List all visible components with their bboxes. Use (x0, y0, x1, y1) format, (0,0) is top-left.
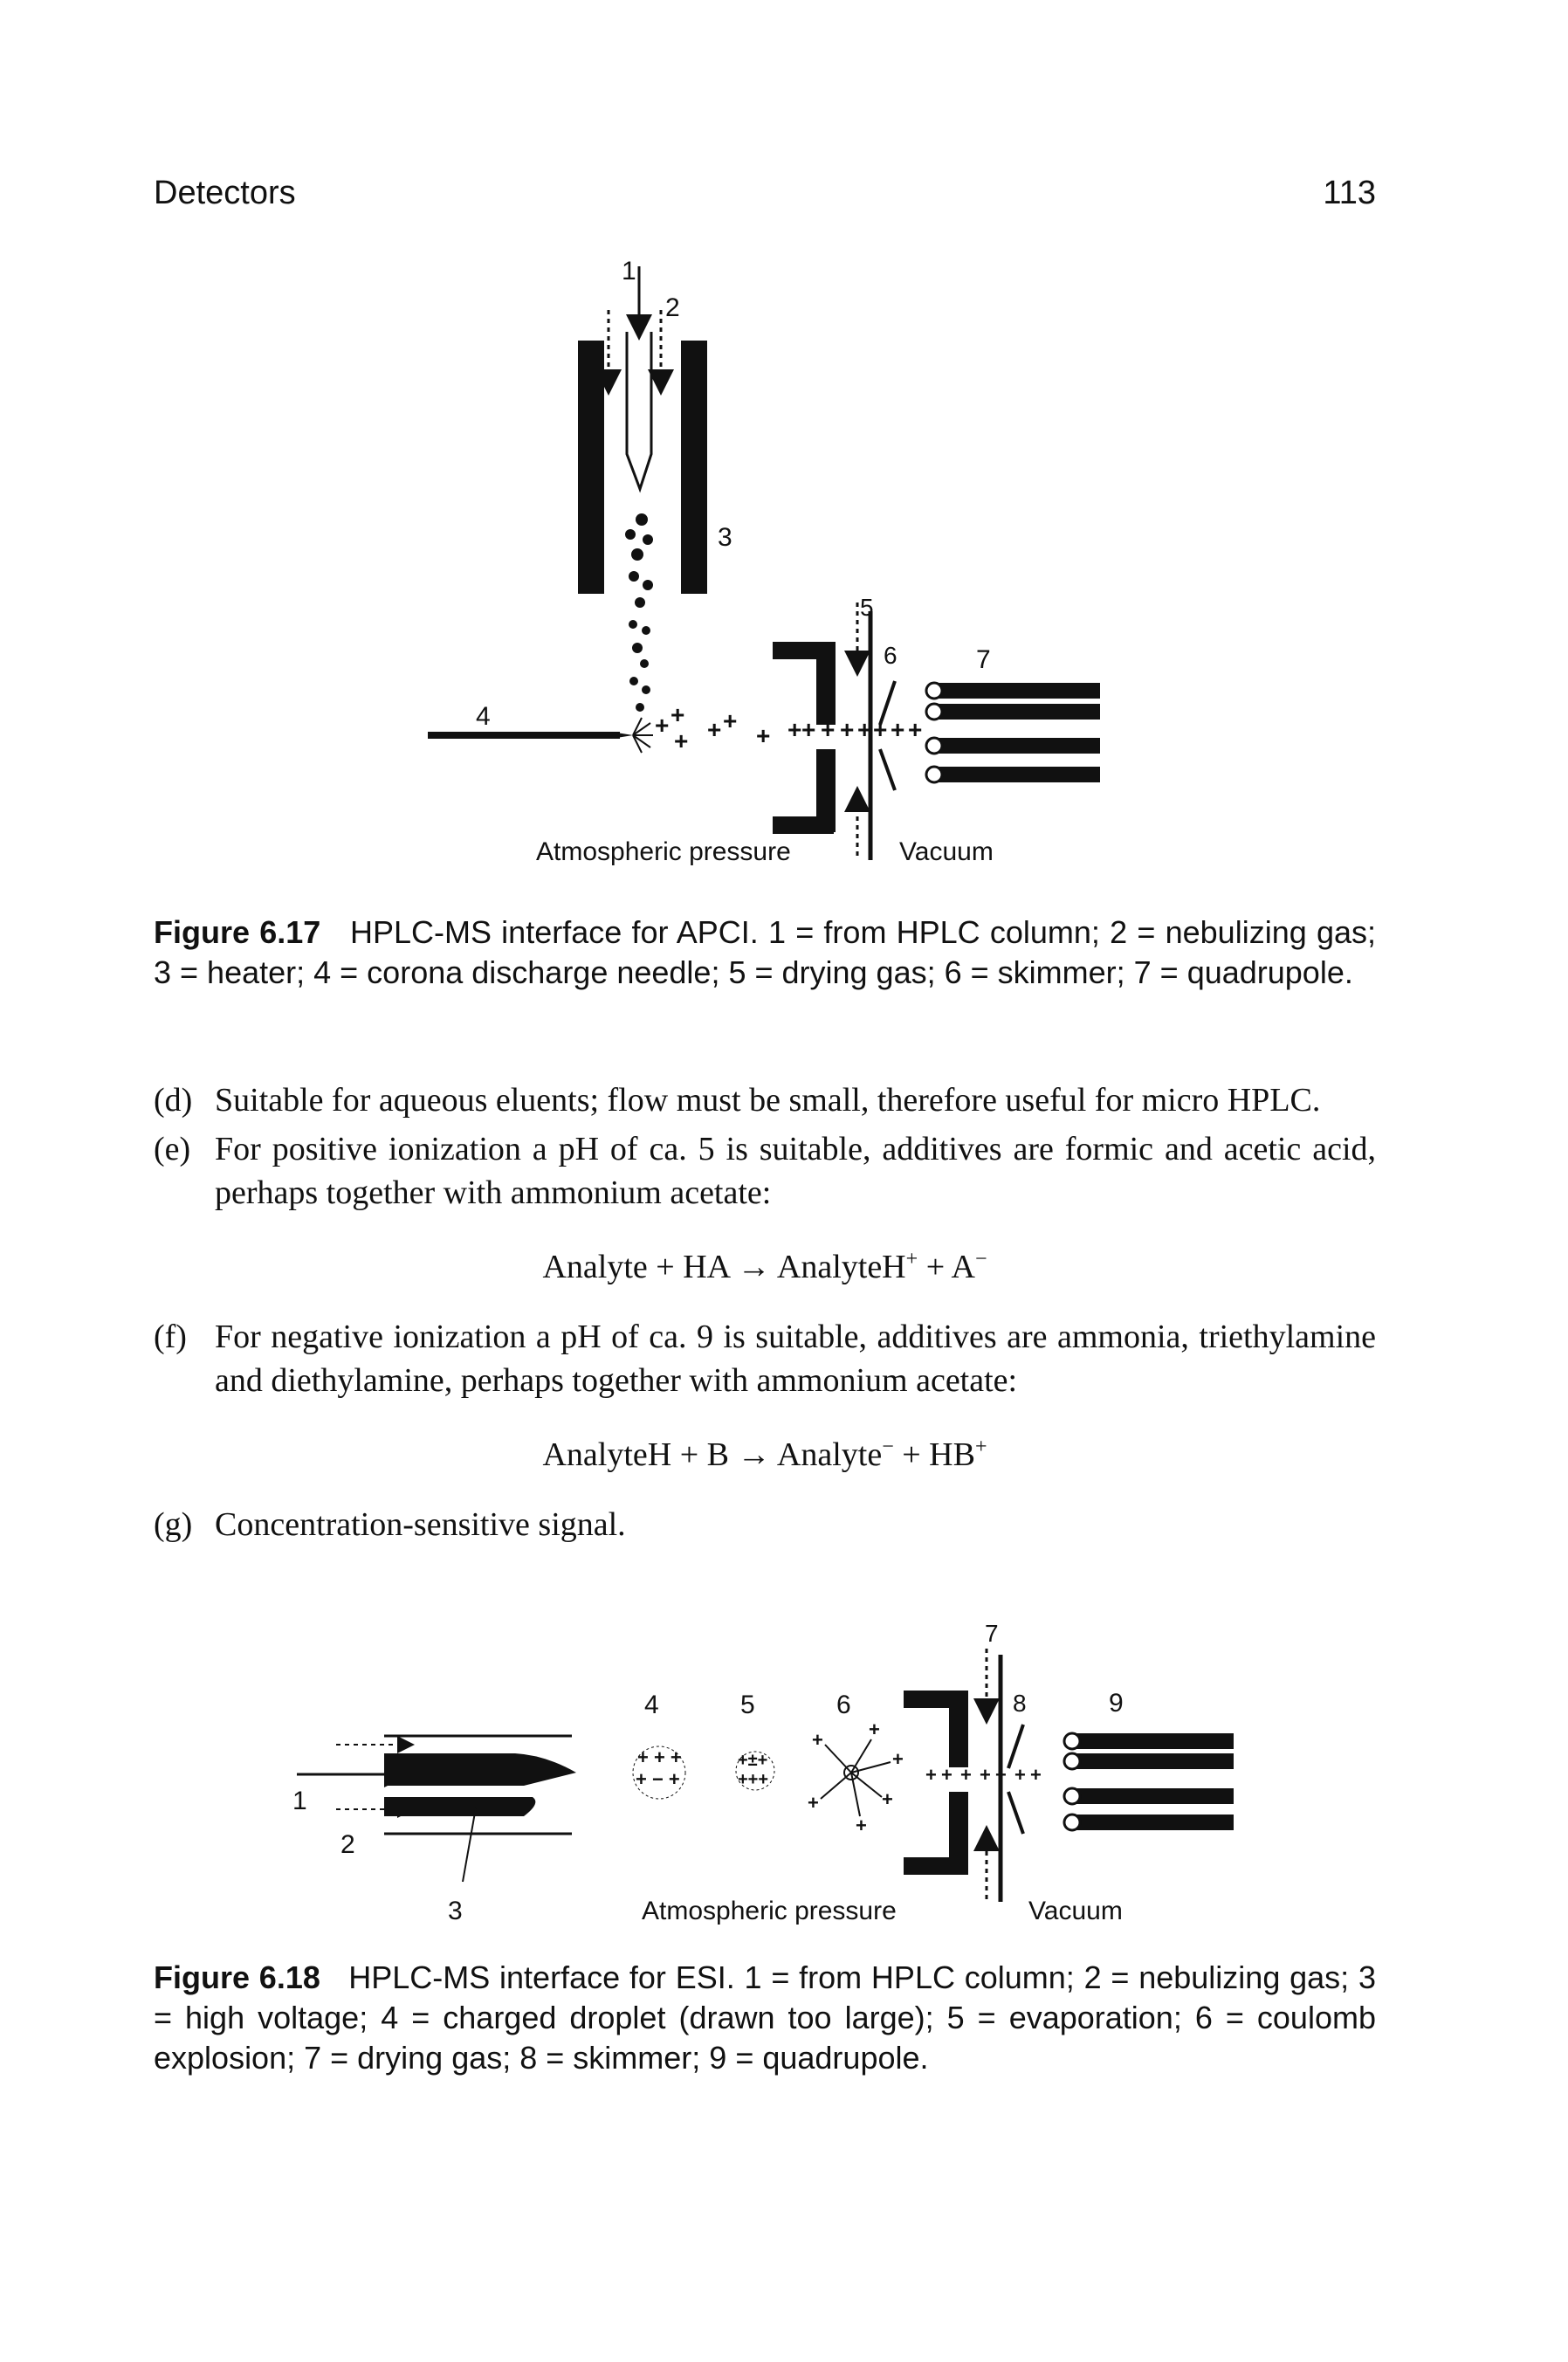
svg-text:+: + (671, 701, 684, 728)
fig17-label-3: 3 (718, 523, 732, 552)
svg-text:+: + (891, 716, 904, 743)
svg-text:+: + (941, 1764, 952, 1786)
svg-text:+: + (1030, 1764, 1042, 1786)
fig18-evaporating-droplet: +±+ +++ (735, 1751, 775, 1791)
fig18-coulomb-explosion (820, 1739, 891, 1817)
list-item-e: (e) For positive ionization a pH of ca. … (154, 1131, 1376, 1211)
fig18-vacuum-label: Vacuum (1028, 1897, 1123, 1925)
svg-text:+±+: +±+ (738, 1751, 767, 1770)
fig17-label-1: 1 (622, 257, 636, 286)
list-item-f: (f) For negative ionization a pH of ca. … (154, 1319, 1376, 1399)
fig18-hv-lead (462, 1807, 477, 1883)
fig18-sprayer (384, 1734, 576, 1835)
fig18-label-5: 5 (740, 1691, 755, 1719)
svg-text:+: + (723, 707, 737, 734)
fig18-label-2: 2 (340, 1830, 355, 1859)
running-head: Detectors 113 (154, 175, 1376, 227)
fig18-ion-stream: +++ +++ + (925, 1764, 1042, 1786)
fig18-label-4: 4 (644, 1691, 659, 1719)
fig17-heater-left (578, 341, 604, 594)
caption-text: HPLC-MS interface for APCI. 1 = from HPL… (154, 914, 1377, 990)
equation-positive: Analyte + HA → AnalyteH+ + A− (542, 1248, 987, 1285)
page-number: 113 (1323, 175, 1376, 211)
list-item-d: (d) Suitable for aqueous eluents; flow m… (154, 1082, 1321, 1119)
fig17-discharge (632, 717, 653, 754)
fig17-quadrupole (925, 681, 1100, 784)
svg-text:+: + (892, 1748, 904, 1770)
caption-text: HPLC-MS interface for ESI. 1 = from HPLC… (154, 1959, 1376, 2076)
list-item-g: (g) Concentration-sensitive signal. (154, 1506, 626, 1543)
fig17-droplets (625, 513, 653, 712)
fig17-orifice-bottom (816, 749, 836, 832)
fig18-label-6: 6 (836, 1691, 851, 1719)
caption-label: Figure 6.17 (154, 914, 321, 950)
fig18-label-1: 1 (292, 1787, 307, 1815)
svg-text:+ + +: + + + (637, 1746, 682, 1768)
svg-text:+: + (787, 716, 801, 743)
fig18-charged-droplet: + + + + − + (632, 1746, 686, 1800)
svg-text:+: + (840, 716, 854, 743)
svg-text:+: + (925, 1764, 937, 1786)
svg-text:+: + (808, 1792, 819, 1814)
fig17-label-2: 2 (665, 293, 680, 322)
fig17-ions: +++ +++ +++ +++ ++ (655, 701, 922, 754)
fig17-vacuum-label: Vacuum (899, 837, 994, 866)
equation-negative: AnalyteH + B → Analyte− + HB+ (542, 1436, 987, 1473)
svg-text:+: + (801, 716, 815, 743)
fig18-quadrupole (1063, 1732, 1234, 1832)
fig18-label-3: 3 (448, 1897, 463, 1925)
svg-text:+: + (908, 716, 922, 743)
svg-text:+: + (960, 1764, 972, 1786)
fig17-corona-needle (428, 732, 620, 739)
svg-text:+: + (655, 712, 669, 739)
svg-text:+: + (756, 722, 770, 749)
svg-text:+: + (812, 1729, 823, 1751)
figure-6-18-diagram: 1 2 3 4 5 6 + + + + − + +±+ +++ +++ +++ … (0, 1607, 1568, 1947)
fig18-label-8: 8 (1013, 1690, 1027, 1717)
svg-text:+: + (857, 716, 871, 743)
svg-text:+: + (1014, 1764, 1026, 1786)
fig18-atmospheric-label: Atmospheric pressure (642, 1897, 897, 1925)
fig17-capillary (625, 332, 653, 493)
fig17-label-6: 6 (884, 642, 897, 669)
svg-text:+: + (869, 1718, 880, 1740)
svg-text:+: + (674, 727, 688, 754)
svg-text:+: + (707, 716, 721, 743)
fig18-explosion-ions: + + + + + + (808, 1718, 904, 1836)
figure-6-17-caption: Figure 6.17 HPLC-MS interface for APCI. … (154, 912, 1376, 993)
fig18-label-7: 7 (985, 1620, 999, 1647)
fig17-atmospheric-label: Atmospheric pressure (536, 837, 791, 866)
fig17-heater-right (681, 341, 707, 594)
svg-text:+: + (873, 716, 887, 743)
fig17-label-4: 4 (476, 702, 491, 731)
svg-text:+: + (980, 1764, 991, 1786)
fig18-label-9: 9 (1109, 1689, 1124, 1718)
figure-6-18-caption: Figure 6.18 HPLC-MS interface for ESI. 1… (154, 1958, 1376, 2078)
fig17-label-7: 7 (976, 645, 991, 674)
fig17-skimmer (878, 680, 897, 726)
svg-text:+: + (856, 1815, 867, 1836)
fig18-orifice-bottom (949, 1792, 968, 1875)
figure-6-17-diagram: 1 2 3 4 +++ +++ +++ +++ ++ 5 6 7 (0, 0, 1568, 873)
svg-text:+ − +: + − + (636, 1768, 680, 1790)
section-title: Detectors (154, 175, 296, 211)
svg-text:+: + (882, 1788, 893, 1810)
body-text: (d) Suitable for aqueous eluents; flow m… (154, 1078, 1376, 1546)
fig18-skimmer (1007, 1724, 1025, 1769)
svg-text:+++: +++ (738, 1770, 768, 1789)
caption-label: Figure 6.18 (154, 1959, 320, 1995)
